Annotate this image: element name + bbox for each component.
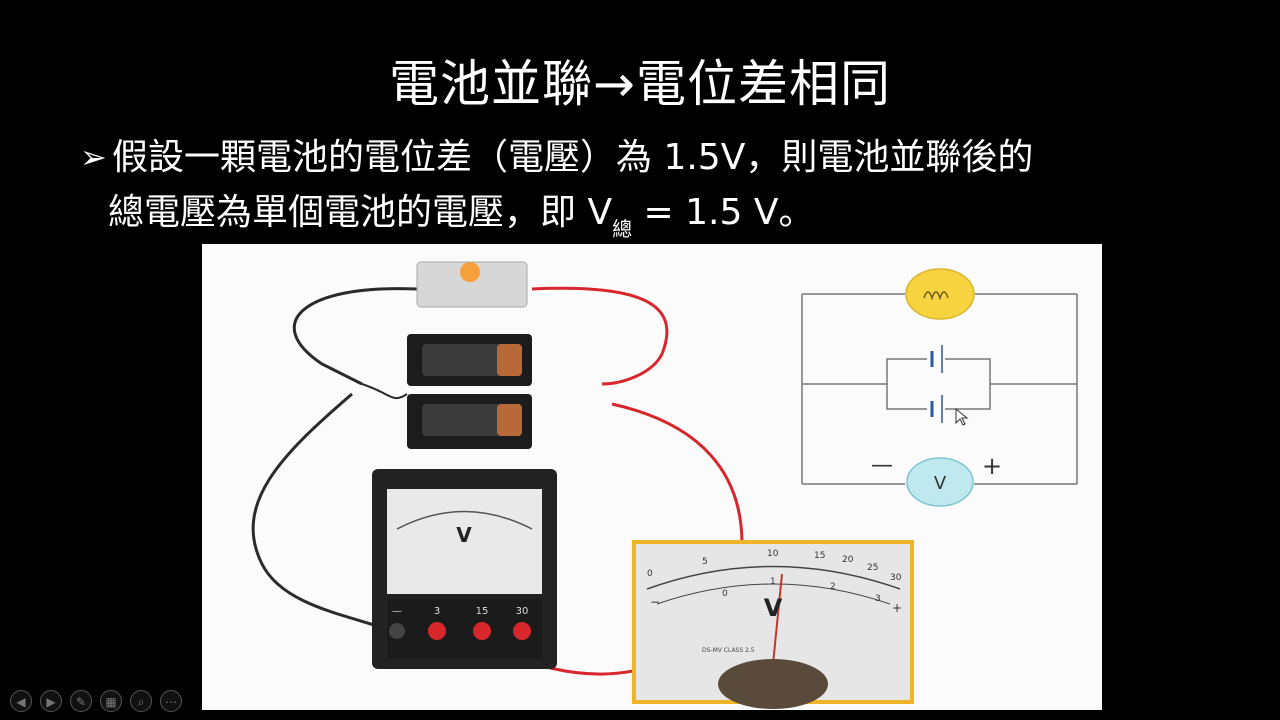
schematic-voltmeter-icon bbox=[906, 457, 974, 507]
zoom-low-tick-2: 2 bbox=[830, 582, 836, 592]
zoom-tick-30: 30 bbox=[890, 573, 902, 583]
bullet-arrow-icon: ➢ bbox=[80, 138, 107, 176]
battery-holder-bottom bbox=[407, 394, 532, 449]
line2-suffix: = 1.5 V。 bbox=[632, 192, 815, 233]
meter-terminal-15 bbox=[473, 622, 491, 640]
circuit-schematic bbox=[801, 293, 1078, 485]
schematic-battery-icon-bottom bbox=[927, 395, 945, 423]
more-options-button[interactable]: ⋯ bbox=[160, 690, 182, 712]
zoom-tick-0: 0 bbox=[647, 569, 653, 579]
schematic-meter-label: V bbox=[934, 473, 947, 494]
black-wire-to-battery bbox=[361, 383, 408, 400]
zoom-plus: + bbox=[892, 601, 902, 615]
zoom-tick-25: 25 bbox=[867, 563, 878, 573]
zoom-meter-symbol: V bbox=[764, 594, 783, 622]
zoom-tick-15: 15 bbox=[814, 551, 825, 561]
voltmeter-device bbox=[372, 469, 557, 669]
next-slide-button[interactable]: ▶ bbox=[40, 690, 62, 712]
bulb-glow-icon bbox=[460, 262, 480, 282]
small-meter-label-minus: — bbox=[392, 606, 402, 617]
line2-prefix: 總電壓為單個電池的電壓，即 V bbox=[108, 192, 613, 233]
zoom-low-tick-0: 0 bbox=[722, 589, 728, 599]
slide-title: 電池並聯→電位差相同 bbox=[389, 55, 891, 113]
schematic-plus: + bbox=[982, 452, 1002, 480]
small-meter-label-3: 3 bbox=[434, 606, 440, 617]
black-wire-top-left bbox=[292, 287, 418, 386]
small-meter-label-30: 30 bbox=[516, 606, 529, 617]
pen-tool-button[interactable]: ✎ bbox=[70, 690, 92, 712]
battery-holder-top bbox=[407, 334, 532, 386]
zoom-tick-10: 10 bbox=[767, 549, 779, 559]
schematic-battery-icon-top bbox=[927, 345, 945, 373]
zoom-tick-20: 20 bbox=[842, 555, 854, 565]
circuit-illustration: V — 3 15 30 0 5 10 15 20 25 30 0 1 2 3 −… bbox=[251, 261, 1078, 709]
small-meter-label-15: 15 bbox=[476, 606, 489, 617]
mouse-cursor-icon bbox=[955, 407, 969, 426]
slides-grid-button[interactable]: ▦ bbox=[100, 690, 122, 712]
slideshow-toolbar: ◀ ▶ ✎ ▦ ⌕ ⋯ bbox=[10, 690, 182, 714]
zoom-tick-5: 5 bbox=[702, 557, 708, 567]
red-wire-to-zoom bbox=[611, 402, 744, 545]
zoom-low-tick-3: 3 bbox=[875, 594, 881, 604]
bullet-line-1: 假設一顆電池的電位差（電壓）為 1.5V，則電池並聯後的 bbox=[112, 137, 1034, 178]
zoom-minus: − bbox=[650, 595, 660, 609]
bullet-line-2: 總電壓為單個電池的電壓，即 V總 = 1.5 V。 bbox=[108, 185, 814, 257]
zoom-low-tick-1: 1 bbox=[770, 577, 776, 587]
schematic-bulb-icon bbox=[905, 268, 975, 320]
meter-terminal-minus bbox=[389, 623, 405, 639]
red-wire-top-right bbox=[531, 286, 669, 386]
meter-needle bbox=[772, 573, 783, 665]
line2-subscript: 總 bbox=[612, 217, 633, 241]
previous-slide-button[interactable]: ◀ bbox=[10, 690, 32, 712]
circuit-photo-figure: V — 3 15 30 0 5 10 15 20 25 30 0 1 2 3 −… bbox=[202, 244, 1102, 710]
black-wire-to-meter bbox=[251, 392, 388, 631]
meter-terminal-3 bbox=[428, 622, 446, 640]
small-meter-symbol: V bbox=[456, 523, 472, 547]
zoom-plate-text: DS-MV CLASS 2.5 bbox=[702, 647, 755, 654]
zoomed-meter-face bbox=[632, 540, 914, 709]
zoom-button[interactable]: ⌕ bbox=[130, 690, 152, 712]
bulb-holder bbox=[416, 261, 528, 308]
meter-terminal-30 bbox=[513, 622, 531, 640]
schematic-minus: — bbox=[871, 453, 893, 478]
